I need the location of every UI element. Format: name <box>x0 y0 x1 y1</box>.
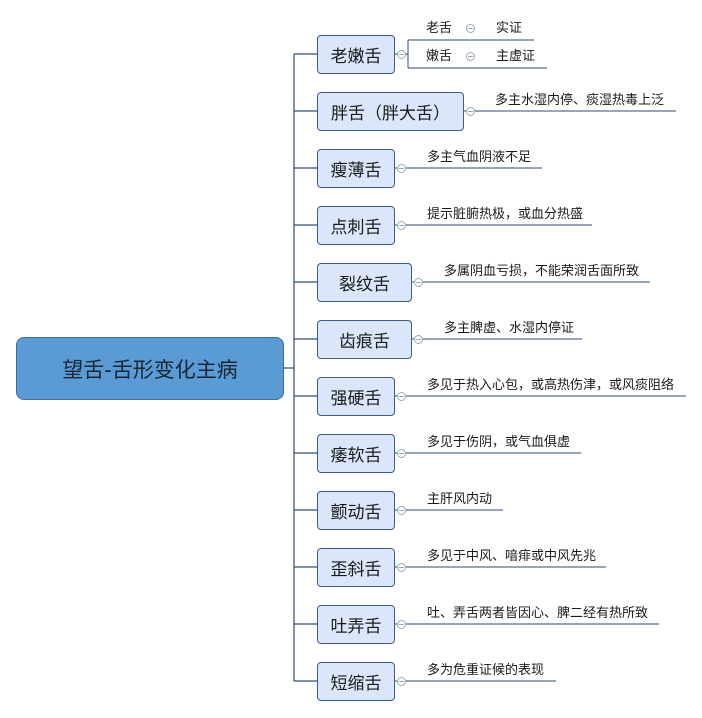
topic-weiruan-desc[interactable]: 多见于伤阴，或气血俱虚 <box>427 435 571 450</box>
topic-chandong[interactable]: 颤动舌 <box>317 491 395 530</box>
topic-shoubo-desc[interactable]: 多主气血阴液不足 <box>427 150 532 165</box>
topic-duansuo-desc[interactable]: 多为危重证候的表现 <box>427 663 545 678</box>
topic-laonen[interactable]: 老嫩舌 <box>317 35 395 74</box>
topic-chandong-desc[interactable]: 主肝风内动 <box>427 492 493 507</box>
subtopic-nenshe-desc[interactable]: 主虚证 <box>496 49 536 64</box>
collapse-icon[interactable] <box>397 221 406 230</box>
collapse-icon[interactable] <box>466 107 475 116</box>
collapse-icon[interactable] <box>397 50 406 59</box>
topic-duansuo[interactable]: 短缩舌 <box>317 662 395 701</box>
subtopic-laoshe-desc[interactable]: 实证 <box>496 21 523 36</box>
topic-liewen-desc[interactable]: 多属阴血亏损，不能荣润舌面所致 <box>444 264 640 279</box>
collapse-icon[interactable] <box>414 335 423 344</box>
collapse-icon[interactable] <box>397 563 406 572</box>
topic-chihen[interactable]: 齿痕舌 <box>317 320 412 359</box>
subtopic-nenshe-label[interactable]: 嫩舌 <box>426 49 453 64</box>
topic-tunong[interactable]: 吐弄舌 <box>317 605 395 644</box>
topic-chihen-desc[interactable]: 多主脾虚、水湿内停证 <box>444 321 575 336</box>
topic-waixie-desc[interactable]: 多见于中风、喑痱或中风先兆 <box>427 549 597 564</box>
collapse-icon[interactable] <box>466 24 475 33</box>
collapse-icon[interactable] <box>466 52 475 61</box>
topic-waixie[interactable]: 歪斜舌 <box>317 548 395 587</box>
topic-pangshe-desc[interactable]: 多主水湿内停、痰湿热毒上泛 <box>495 93 665 108</box>
topic-dianci[interactable]: 点刺舌 <box>317 206 395 245</box>
topic-shoubo[interactable]: 瘦薄舌 <box>317 149 395 188</box>
collapse-icon[interactable] <box>397 164 406 173</box>
subtopic-laoshe-label[interactable]: 老舌 <box>426 21 453 36</box>
collapse-icon[interactable] <box>397 392 406 401</box>
topic-weiruan[interactable]: 痿软舌 <box>317 434 395 473</box>
collapse-icon[interactable] <box>414 278 423 287</box>
collapse-icon[interactable] <box>397 449 406 458</box>
collapse-icon[interactable] <box>397 506 406 515</box>
collapse-icon[interactable] <box>397 677 406 686</box>
topic-qiangying[interactable]: 强硬舌 <box>317 377 395 416</box>
root-topic[interactable]: 望舌-舌形变化主病 <box>16 337 284 400</box>
topic-pangshe[interactable]: 胖舌（胖大舌） <box>317 92 464 131</box>
topic-qiangying-desc[interactable]: 多见于热入心包，或高热伤津，或风痰阻络 <box>427 378 675 393</box>
collapse-icon[interactable] <box>397 620 406 629</box>
topic-dianci-desc[interactable]: 提示脏腑热极，或血分热盛 <box>427 207 584 222</box>
topic-tunong-desc[interactable]: 吐、弄舌两者皆因心、脾二经有热所致 <box>427 606 649 621</box>
topic-liewen[interactable]: 裂纹舌 <box>317 263 412 302</box>
